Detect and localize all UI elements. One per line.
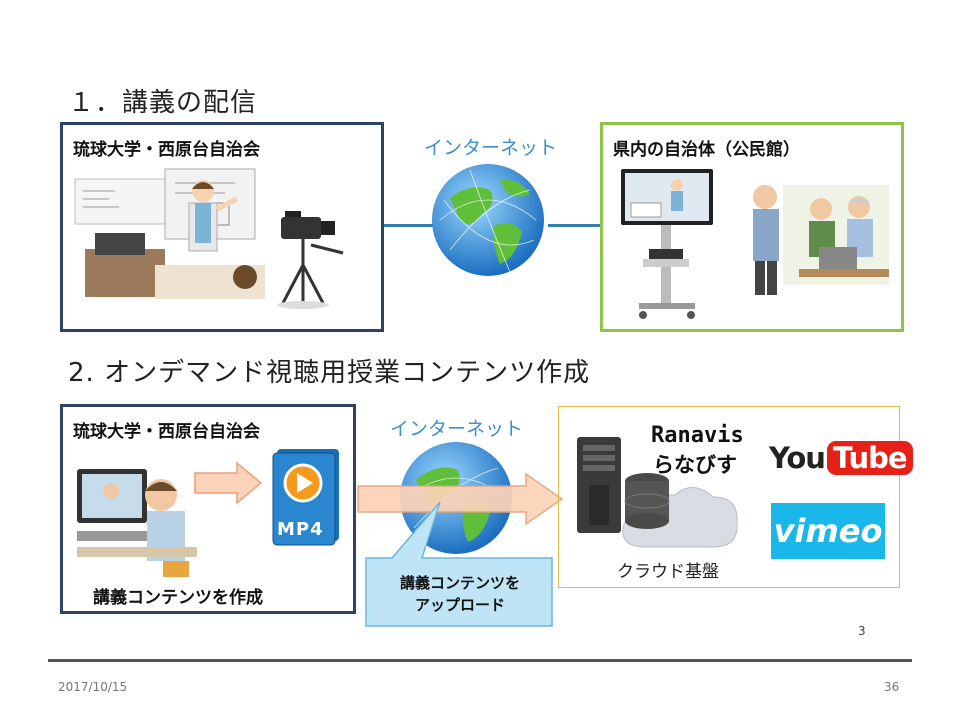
upload-arrow-icon <box>357 472 564 526</box>
cloud-label: クラウド基盤 <box>617 562 719 582</box>
footer-page-number: 36 <box>884 680 900 694</box>
section2-left-box: 琉球大学・西原台自治会 MP4 講義コンテンツを作成 <box>60 404 356 614</box>
section2-heading: 2. オンデマンド視聴用授業コンテンツ作成 <box>68 358 591 388</box>
person-at-computer-illustration <box>77 469 197 577</box>
ranavis-logo-jp: らなびす <box>653 453 737 477</box>
slide-number: 3 <box>858 624 866 638</box>
callout-line1: 講義コンテンツを <box>399 574 520 592</box>
callout-line2: アップロード <box>414 596 505 614</box>
community-people-illustration <box>753 185 889 295</box>
vimeo-logo: vimeo <box>771 503 885 559</box>
section2-left-box-title: 琉球大学・西原台自治会 <box>73 422 260 442</box>
footer-date: 2017/10/15 <box>58 680 128 694</box>
section1-left-box-title: 琉球大学・西原台自治会 <box>73 140 260 160</box>
youtube-tube: Tube <box>826 441 913 475</box>
youtube-you: You <box>769 441 826 475</box>
cloud-database-icon <box>622 473 738 548</box>
footer-divider <box>48 659 912 662</box>
ranavis-logo-en: Ranavis <box>651 423 744 448</box>
section1-right-connector <box>548 224 600 227</box>
section1-right-box-title: 県内の自治体（公民館） <box>613 140 800 160</box>
section1-heading: １．講義の配信 <box>68 88 258 118</box>
server-icon <box>577 437 621 533</box>
upload-callout-text: 講義コンテンツを アップロード <box>364 572 556 616</box>
tv-cart-illustration <box>621 169 713 319</box>
section1-left-box: 琉球大学・西原台自治会 <box>60 122 384 332</box>
globe-icon <box>432 164 544 276</box>
lecturer-illustration <box>74 168 265 299</box>
upload-callout <box>365 501 553 627</box>
section1-right-box: 県内の自治体（公民館） <box>600 122 904 332</box>
section1-left-connector <box>384 224 434 227</box>
mp4-label: MP4 <box>277 519 324 540</box>
section2-internet-label: インターネット <box>390 418 524 440</box>
section1-internet-label: インターネット <box>424 137 558 159</box>
video-camera-icon <box>277 211 344 309</box>
mp4-file-icon <box>272 449 339 546</box>
right-arrow-icon <box>194 461 263 505</box>
section2-left-box-caption: 講義コンテンツを作成 <box>93 588 263 608</box>
